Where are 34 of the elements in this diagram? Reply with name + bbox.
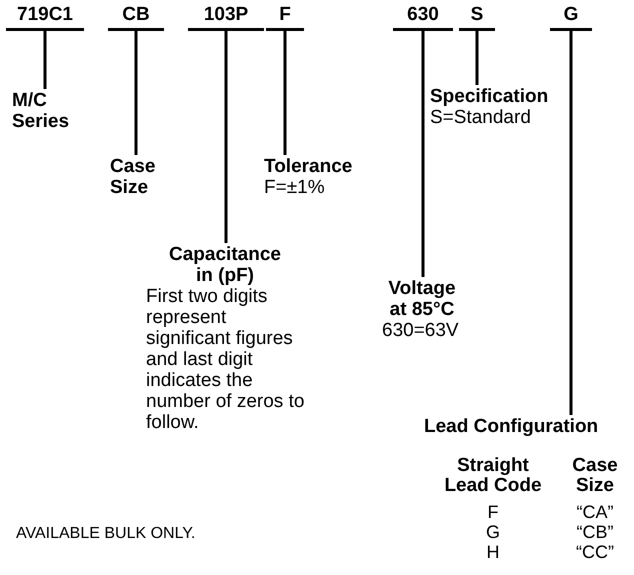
- table-header: Straight Lead Code: [443, 456, 543, 496]
- table-header: Case Size: [571, 456, 619, 496]
- table-cell-text: G: [484, 522, 501, 542]
- code-segment: F: [266, 4, 304, 31]
- leader-line: [44, 31, 46, 89]
- note-text: AVAILABLE BULK ONLY.: [16, 524, 196, 544]
- field-heading: Capacitance in (pF): [168, 244, 282, 286]
- table-cell-text: H: [486, 542, 500, 562]
- code-segment: 630: [393, 4, 453, 31]
- field-heading: Voltage at 85°C: [387, 278, 457, 320]
- code-segment: S: [459, 4, 495, 31]
- table-cell-text: F: [486, 502, 500, 522]
- code-segment: CB: [108, 4, 164, 31]
- field-description: 630=63V: [382, 320, 460, 341]
- field-description: F=±1%: [264, 177, 326, 198]
- leader-line: [224, 31, 228, 243]
- field-heading: Lead Configuration: [424, 416, 634, 437]
- table-cell-text: “CC”: [575, 542, 615, 562]
- field-description: First two digits represent significant figures and last digit indicates the number of zeros to follow.: [146, 286, 306, 433]
- leader-line: [422, 31, 424, 277]
- leader-line: [476, 31, 478, 85]
- code-segment: 719C1: [6, 4, 84, 31]
- leader-line: [284, 31, 286, 155]
- code-segment: G: [550, 4, 592, 31]
- field-heading: Specification: [430, 86, 550, 107]
- field-heading: Tolerance: [264, 156, 354, 177]
- leader-line: [134, 31, 138, 155]
- field-heading: M/C Series: [12, 90, 72, 132]
- table-cell-text: “CA”: [576, 502, 614, 522]
- leader-line: [570, 31, 572, 415]
- code-segment: 103P: [188, 4, 264, 31]
- table-cell-text: “CB”: [576, 522, 614, 542]
- field-description: S=Standard: [430, 107, 532, 128]
- field-heading: Case Size: [110, 156, 160, 198]
